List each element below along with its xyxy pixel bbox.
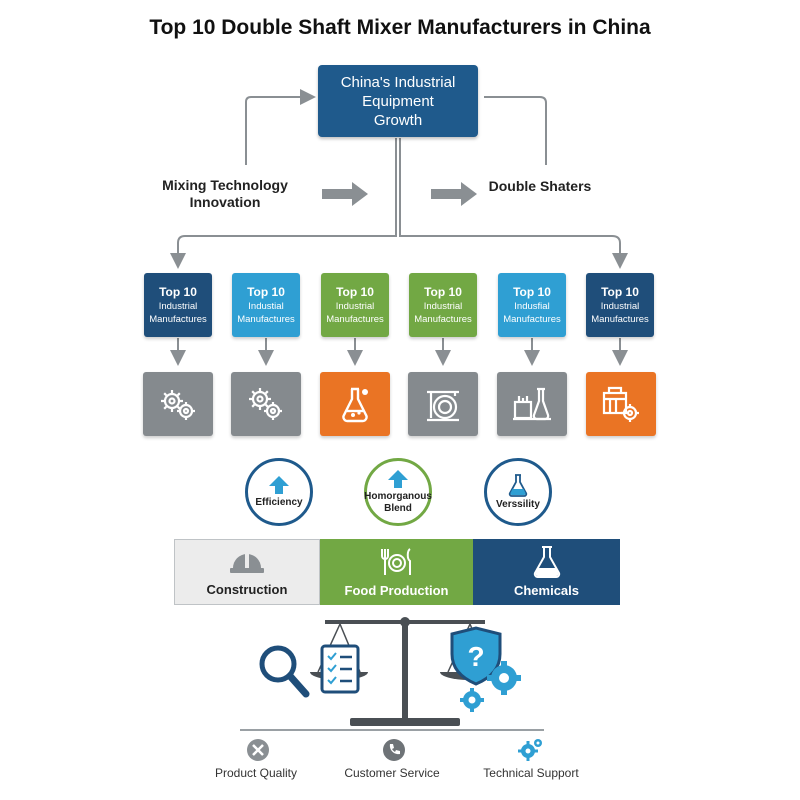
quality-tool-icon bbox=[246, 738, 270, 762]
innovation-label-line: Mixing Technology bbox=[162, 177, 288, 193]
up-arrow-icon bbox=[269, 476, 289, 494]
growth-node-line: Equipment bbox=[362, 92, 434, 110]
category-title: Top 10 bbox=[424, 284, 462, 299]
svg-text:?: ? bbox=[467, 641, 484, 672]
industry-chemicals: Chemicals bbox=[473, 539, 620, 605]
category-subtitle: Industrial bbox=[158, 300, 198, 312]
category-subtitle: Manufactures bbox=[591, 313, 649, 325]
category-subtitle: Manufactures bbox=[503, 313, 561, 325]
growth-node-line: China's Industrial bbox=[340, 73, 456, 91]
benefit-efficiency: Efficiency bbox=[245, 458, 313, 526]
industry-label: Construction bbox=[206, 582, 288, 597]
category-title: Top 10 bbox=[513, 284, 551, 299]
manufacturer-category-box: Top 10 Industrial Manufactures bbox=[409, 273, 477, 337]
benefit-versatility: Verssility bbox=[484, 458, 552, 526]
benefit-label-line: Homorganous bbox=[364, 491, 432, 502]
flask-icon bbox=[320, 372, 390, 436]
category-subtitle: Manufactures bbox=[326, 313, 384, 325]
balance-scale-illustration: ? bbox=[240, 617, 544, 731]
industry-food-production: Food Production bbox=[320, 539, 473, 605]
magnifier-icon bbox=[259, 645, 310, 698]
factor-customer-service: Customer Service bbox=[344, 766, 440, 780]
factor-technical-support: Technical Support bbox=[483, 766, 579, 780]
innovation-label-line: Innovation bbox=[189, 194, 261, 210]
fork-plate-knife-icon bbox=[380, 548, 411, 575]
manufacturer-category-box: Top 10 Industrial Manufactures bbox=[144, 273, 212, 337]
manufacturer-category-box: Top 10 Industrial Manufactures bbox=[586, 273, 654, 337]
right-arrow-icon bbox=[322, 182, 368, 206]
category-title: Top 10 bbox=[159, 284, 197, 299]
benefit-label: Efficiency bbox=[255, 497, 303, 508]
benefit-homogeneous-blend: Homorganous Blend bbox=[364, 458, 432, 526]
factor-product-quality: Product Quality bbox=[214, 766, 298, 780]
lab-equipment-icon bbox=[497, 372, 567, 436]
category-subtitle: Manufactures bbox=[149, 313, 207, 325]
industry-label: Chemicals bbox=[513, 583, 580, 598]
right-arrow-icon bbox=[431, 182, 477, 206]
gears-icon bbox=[460, 661, 521, 712]
industry-construction: Construction bbox=[174, 539, 320, 605]
industry-label: Food Production bbox=[344, 583, 449, 598]
support-gears-icon bbox=[518, 737, 544, 763]
category-title: Top 10 bbox=[601, 284, 639, 299]
factory-gear-icon bbox=[586, 372, 656, 436]
growth-node-line: Growth bbox=[373, 111, 423, 129]
category-subtitle: Indusfial bbox=[514, 300, 550, 312]
benefit-label-line: Blend bbox=[384, 503, 412, 514]
category-subtitle: Industrial bbox=[423, 300, 463, 312]
manufacturer-category-box: Top 10 Industial Manufactures bbox=[232, 273, 300, 337]
manufacturer-category-box: Top 10 Industrial Manufactures bbox=[321, 273, 389, 337]
gears-icon bbox=[231, 372, 301, 436]
category-subtitle: Industrial bbox=[600, 300, 640, 312]
benefit-label: Homorganous Blend bbox=[364, 491, 432, 515]
category-subtitle: Industial bbox=[248, 300, 284, 312]
category-subtitle: Industrial bbox=[335, 300, 375, 312]
benefit-label: Verssility bbox=[496, 499, 540, 510]
service-phone-icon bbox=[382, 738, 406, 762]
page-title: Top 10 Double Shaft Mixer Manufacturers … bbox=[149, 16, 651, 39]
category-title: Top 10 bbox=[247, 284, 285, 299]
flask-icon bbox=[508, 474, 528, 497]
flask-icon bbox=[533, 546, 560, 578]
hard-hat-icon bbox=[230, 552, 264, 573]
double-shafters-label: Double Shaters bbox=[488, 178, 592, 194]
checklist-icon bbox=[320, 644, 360, 694]
shield-question-icon: ? bbox=[450, 626, 502, 686]
gears-icon bbox=[143, 372, 213, 436]
category-subtitle: Manufactures bbox=[414, 313, 472, 325]
innovation-label: Mixing Technology Innovation bbox=[150, 177, 300, 211]
category-title: Top 10 bbox=[336, 284, 374, 299]
category-subtitle: Manufactures bbox=[237, 313, 295, 325]
up-arrow-icon bbox=[388, 470, 408, 488]
manufacturer-category-box: Top 10 Indusfial Manufactures bbox=[498, 273, 566, 337]
growth-node: China's Industrial Equipment Growth bbox=[318, 65, 478, 137]
mixer-drum-icon bbox=[408, 372, 478, 436]
